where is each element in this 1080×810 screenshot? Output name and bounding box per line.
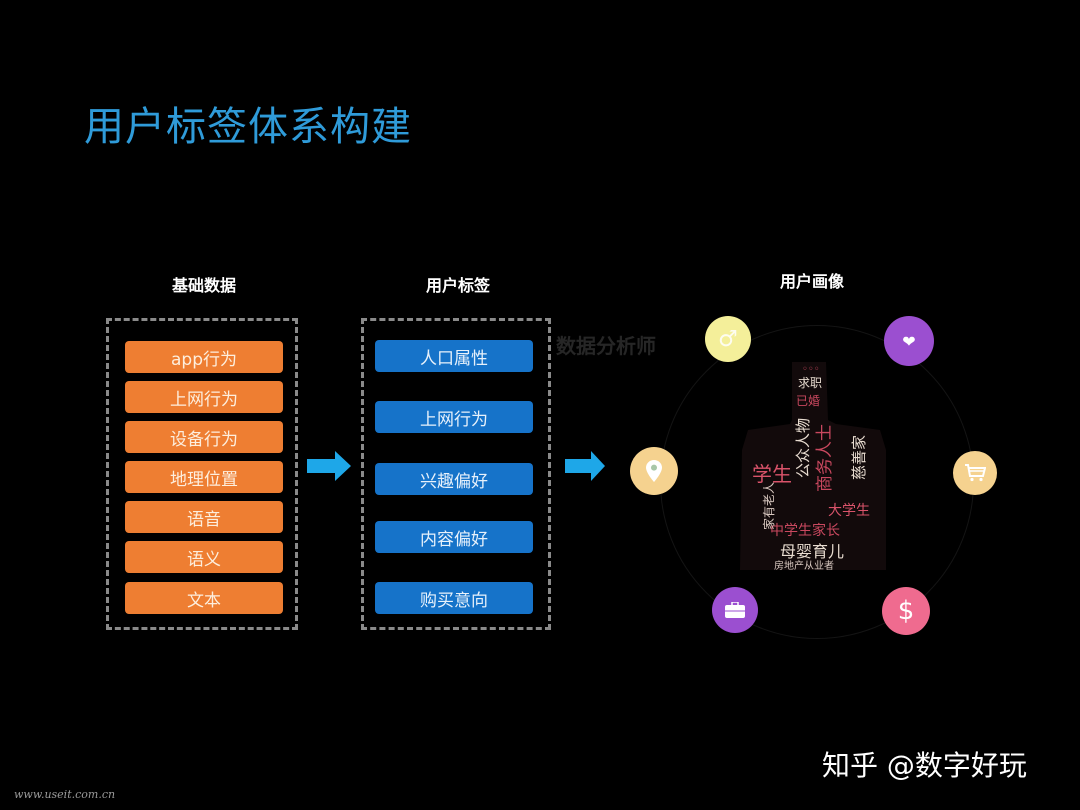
dollar-icon: $ bbox=[882, 587, 930, 635]
basic-data-item: 地理位置 bbox=[125, 461, 283, 493]
cloud-word: 家有老人 bbox=[762, 481, 776, 530]
basic-data-heading: 基础数据 bbox=[171, 276, 236, 295]
basic-data-box bbox=[106, 318, 298, 630]
cloud-word: 已婚 bbox=[796, 394, 821, 408]
footer-credit: 知乎 @数字好玩 bbox=[822, 749, 1027, 782]
cloud-word: 慈善家 bbox=[850, 434, 868, 480]
footer-url: www.useit.com.cn bbox=[14, 788, 116, 801]
cloud-word: 母婴育儿 bbox=[780, 542, 845, 561]
user-portrait-heading: 用户画像 bbox=[779, 272, 844, 291]
basic-data-item: 语义 bbox=[125, 541, 283, 573]
cloud-word: 中学生家长 bbox=[770, 523, 840, 539]
cloud-word: 商务人士 bbox=[815, 424, 835, 492]
user-tags-heading: 用户标签 bbox=[425, 276, 490, 295]
watermark: 数据分析师 bbox=[556, 334, 656, 358]
basic-data-item: app行为 bbox=[125, 341, 283, 373]
cloud-word: ◦◦◦ bbox=[802, 364, 820, 375]
user-tag-item: 购买意向 bbox=[375, 582, 533, 614]
user-tags-box bbox=[361, 318, 551, 630]
word-cloud-silhouette: ◦◦◦ 求职 已婚 学生 公众人物 商务人士 慈善家 大学生 中学生家长 母婴育… bbox=[740, 360, 890, 572]
basic-data-item: 语音 bbox=[125, 501, 283, 533]
shopping-cart-icon bbox=[953, 451, 997, 495]
health-heart-icon: ❤ bbox=[884, 316, 934, 366]
arrow-right-icon bbox=[307, 451, 351, 481]
briefcase-icon bbox=[712, 587, 758, 633]
location-pin-icon bbox=[630, 447, 678, 495]
cloud-word: 求职 bbox=[798, 376, 823, 390]
cloud-word: 房地产从业者 bbox=[774, 561, 834, 572]
basic-data-item: 设备行为 bbox=[125, 421, 283, 453]
page-title: 用户标签体系构建 bbox=[84, 104, 412, 150]
user-tag-item: 兴趣偏好 bbox=[375, 463, 533, 495]
cloud-word: 大学生 bbox=[828, 503, 870, 519]
user-tag-item: 人口属性 bbox=[375, 340, 533, 372]
user-tag-item: 上网行为 bbox=[375, 401, 533, 433]
basic-data-item: 文本 bbox=[125, 582, 283, 614]
user-tag-item: 内容偏好 bbox=[375, 521, 533, 553]
basic-data-item: 上网行为 bbox=[125, 381, 283, 413]
arrow-right-icon bbox=[565, 451, 605, 481]
gender-icon: ♂ bbox=[705, 316, 751, 362]
cloud-word: 学生 bbox=[752, 462, 792, 486]
